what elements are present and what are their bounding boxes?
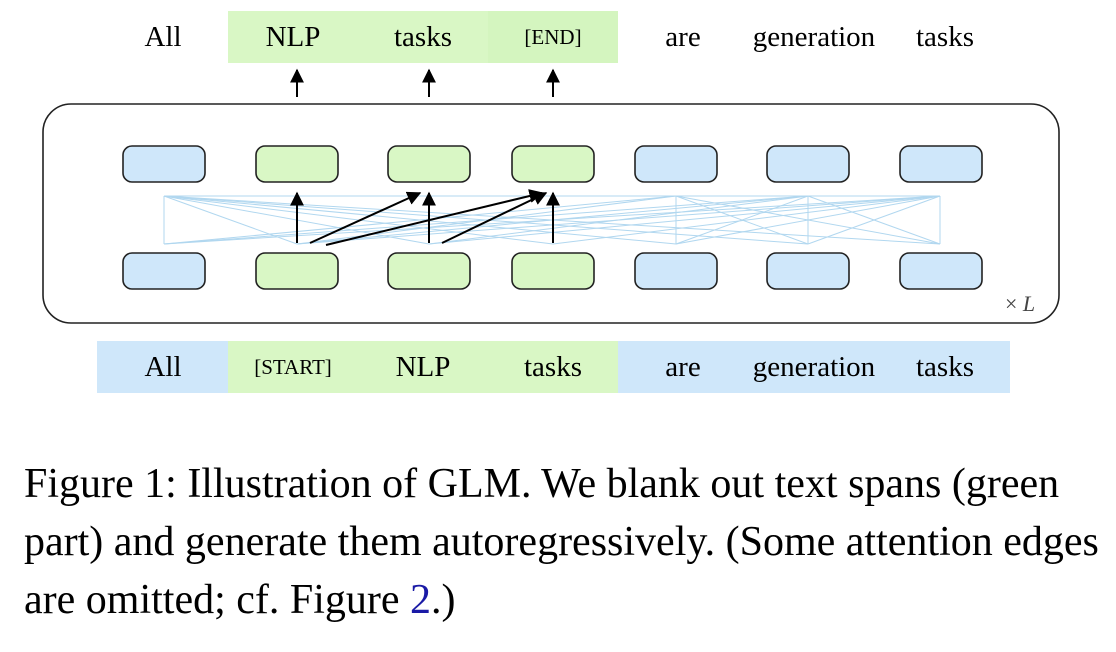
- input-token-all: All: [144, 350, 182, 383]
- lower-node-2: [255, 252, 339, 290]
- lower-node-1: [122, 252, 206, 290]
- input-token-tasks-2: tasks: [916, 350, 974, 383]
- output-token-are: are: [665, 20, 701, 53]
- lower-node-4: [511, 252, 595, 290]
- output-token-nlp: NLP: [265, 20, 321, 53]
- figure-caption: Figure 1: Illustration of GLM. We blank …: [24, 455, 1104, 629]
- lower-node-5: [634, 252, 718, 290]
- arrow-start-to-end: [325, 189, 544, 246]
- output-end-token-bg: [488, 11, 618, 63]
- input-token-are: are: [665, 350, 701, 383]
- lower-node-6: [766, 252, 850, 290]
- caption-text: Figure 1: Illustration of GLM. We blank …: [24, 461, 1099, 623]
- upper-node-7: [899, 145, 983, 183]
- output-arrows: [290, 68, 560, 97]
- layer-repeat-label: × L: [1005, 291, 1035, 316]
- lower-hidden-states: [122, 252, 983, 290]
- arrow-start-to-tasks: [309, 191, 422, 244]
- input-masked-span-bg: [228, 341, 618, 393]
- upper-node-2: [255, 145, 339, 183]
- input-token-generation: generation: [752, 350, 876, 383]
- caption-tail: .): [431, 577, 456, 623]
- lower-node-7: [899, 252, 983, 290]
- autoregressive-arrows: [290, 189, 560, 246]
- caption-figure-ref-link[interactable]: 2: [410, 577, 432, 623]
- upper-node-5: [634, 145, 718, 183]
- input-context-bg-left: [97, 341, 228, 393]
- output-token-all: All: [144, 20, 182, 53]
- output-token-tasks: tasks: [394, 20, 452, 53]
- output-token-generation: generation: [752, 20, 876, 53]
- upper-node-1: [122, 145, 206, 183]
- upper-hidden-states: [122, 145, 983, 183]
- lower-node-3: [387, 252, 471, 290]
- output-token-tasks-2: tasks: [916, 20, 974, 53]
- upper-node-6: [766, 145, 850, 183]
- layer-container: [42, 103, 1060, 324]
- upper-node-3: [387, 145, 471, 183]
- input-context-bg-right: [618, 341, 1010, 393]
- output-token-end: [END]: [524, 24, 582, 49]
- input-token-tasks: tasks: [524, 350, 582, 383]
- input-token-nlp: NLP: [395, 350, 451, 383]
- upper-node-4: [511, 145, 595, 183]
- arrow-nlp-to-end: [441, 192, 548, 244]
- input-token-start: [START]: [254, 354, 332, 379]
